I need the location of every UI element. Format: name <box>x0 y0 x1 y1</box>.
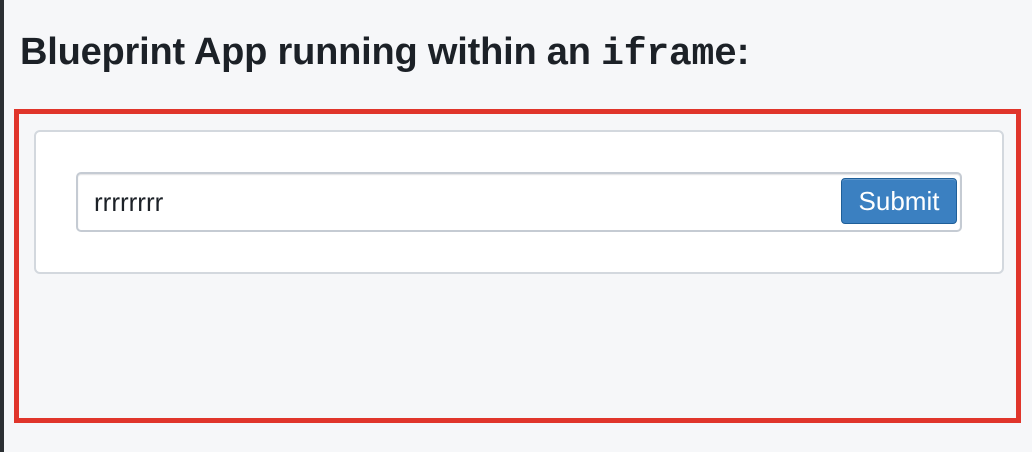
page-title: Blueprint App running within an iframe: <box>20 28 749 79</box>
page-title-text: Blueprint App running within an <box>20 31 602 73</box>
text-input-group: Submit <box>76 172 962 232</box>
submit-button[interactable]: Submit <box>841 178 957 224</box>
page-title-suffix: : <box>736 31 750 73</box>
left-edge-divider <box>0 0 4 452</box>
page-title-code: iframe <box>601 33 737 76</box>
text-input[interactable] <box>94 174 834 230</box>
